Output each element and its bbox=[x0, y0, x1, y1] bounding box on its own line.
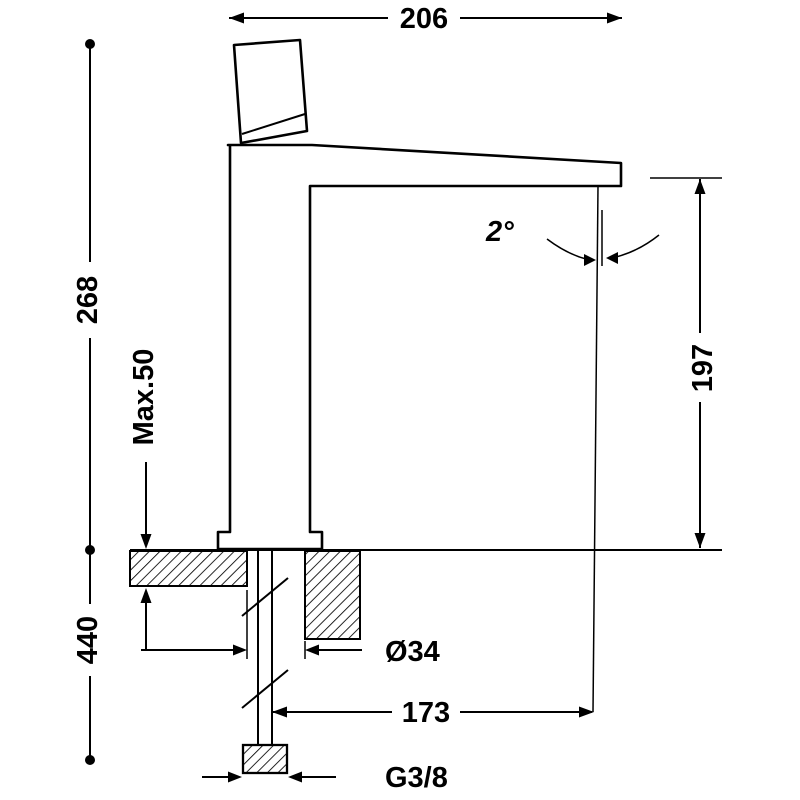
dim-max-thickness-label: Max.50 bbox=[128, 349, 160, 446]
dim-hole-diameter: Ø34 bbox=[141, 590, 440, 668]
dim-max-counter-thickness: Max.50 bbox=[128, 349, 160, 650]
angle-arc-left bbox=[546, 238, 587, 260]
arrowhead-left-icon bbox=[305, 644, 319, 656]
dim-overall-width-label: 206 bbox=[400, 3, 448, 35]
dim-spout-height: 197 bbox=[687, 179, 719, 548]
arrowhead-right-icon bbox=[607, 12, 622, 24]
pipe-break-mark-upper bbox=[241, 577, 289, 617]
angle-arc-right bbox=[615, 234, 660, 258]
countertop-hatch-left bbox=[129, 550, 248, 587]
dim-height-above-label: 268 bbox=[72, 276, 104, 324]
inlet-nut bbox=[241, 743, 289, 775]
arrowhead-left-icon bbox=[606, 252, 618, 264]
faucet-body-spout bbox=[216, 143, 623, 551]
countertop-section bbox=[129, 549, 722, 640]
dim-height-above-counter: 268 bbox=[72, 39, 104, 555]
dim-inlet-thread: G3/8 bbox=[202, 762, 448, 794]
arrowhead-down-icon bbox=[140, 534, 152, 549]
dim-spout-height-label: 197 bbox=[687, 344, 719, 392]
spout-axis-line bbox=[592, 185, 599, 713]
dim-spout-projection: 173 bbox=[272, 697, 594, 729]
arrowhead-up-icon bbox=[694, 179, 706, 194]
arrowhead-right-icon bbox=[233, 644, 247, 656]
dim-spout-projection-label: 173 bbox=[402, 697, 450, 729]
arrowhead-left-icon bbox=[229, 12, 244, 24]
reference-lines bbox=[592, 177, 722, 713]
arrowhead-up-icon bbox=[140, 588, 152, 603]
countertop-hatch-right bbox=[304, 550, 361, 640]
arrowhead-left-icon bbox=[288, 771, 302, 783]
dim-height-below-counter: 440 bbox=[72, 550, 104, 765]
faucet-outline bbox=[216, 38, 623, 551]
arrowhead-right-icon bbox=[584, 254, 596, 266]
dim-height-below-label: 440 bbox=[72, 616, 104, 664]
faucet-handle bbox=[232, 38, 309, 145]
dim-hole-diameter-label: Ø34 bbox=[385, 636, 440, 668]
arrowhead-left-icon bbox=[272, 706, 287, 718]
dim-overall-width: 206 bbox=[229, 3, 622, 35]
arrowhead-down-icon bbox=[694, 533, 706, 548]
arrowhead-right-icon bbox=[579, 706, 594, 718]
pipe-break-mark-lower bbox=[241, 669, 289, 709]
arrowhead-right-icon bbox=[228, 771, 242, 783]
handle-seam-line bbox=[241, 113, 306, 135]
dim-inlet-thread-label: G3/8 bbox=[385, 762, 448, 794]
dim-spout-angle-label: 2° bbox=[485, 216, 514, 248]
dim-spout-angle: 2° bbox=[485, 216, 660, 266]
